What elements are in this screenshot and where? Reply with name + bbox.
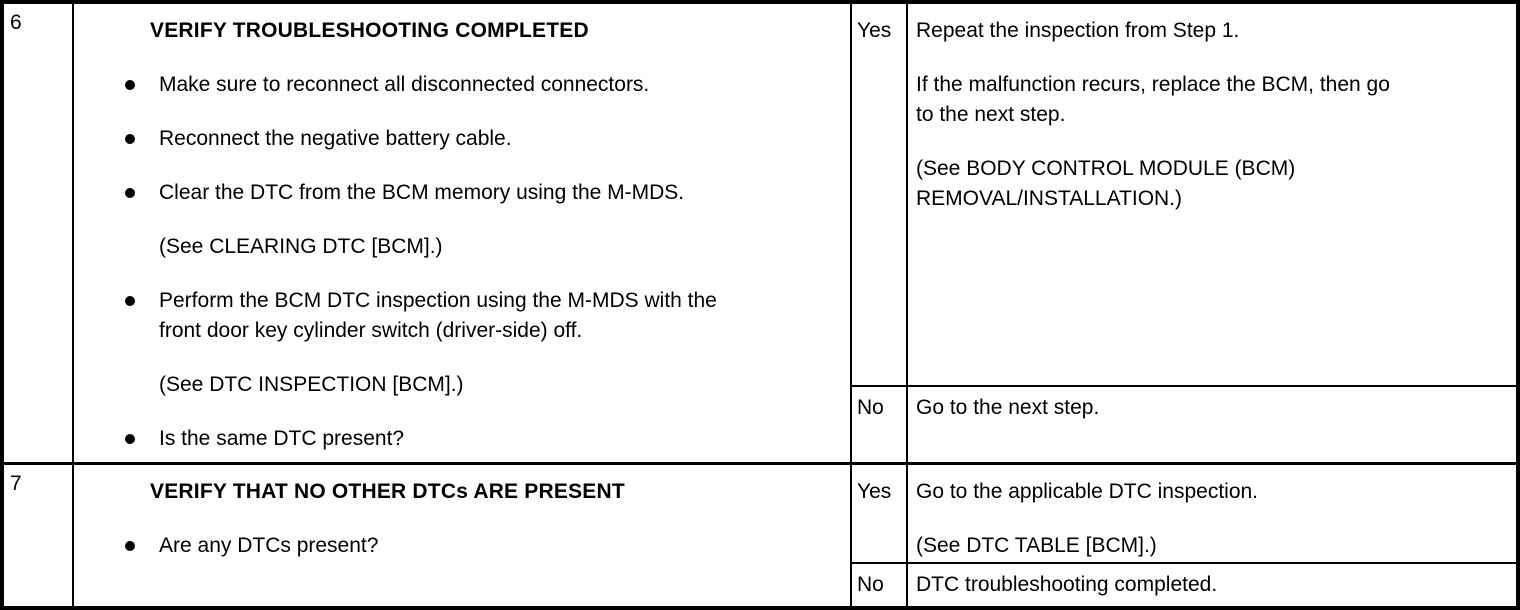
inspection-item-text: (See DTC INSPECTION [BCM].) [159,373,464,396]
action-cell: Go to the next step. [906,387,1516,462]
inspection-heading: VERIFY TROUBLESHOOTING COMPLETED [150,19,589,42]
bullet-icon [125,541,135,551]
table-row-step-6: 6 VERIFY TROUBLESHOOTING COMPLETED Make … [4,4,1516,462]
action-cell: DTC troubleshooting completed. [906,564,1516,606]
bullet-icon [125,434,135,444]
action-column: Yes Go to the applicable DTC inspection.… [850,465,1516,606]
no-action-subrow: No Go to the next step. [850,385,1516,462]
no-label-cell: No [850,387,906,462]
bullet-icon [125,134,135,144]
inspection-bullet-item: Reconnect the negative battery cable. [74,124,832,154]
bullet-icon [125,80,135,90]
inspection-bullet-item: Perform the BCM DTC inspection using the… [74,286,832,346]
action-paragraph: DTC troubleshooting completed. [916,573,1218,596]
bullet-icon [125,296,135,306]
inspection-item-text: Is the same DTC present? [159,427,405,450]
no-label-cell: No [850,564,906,606]
inspection-heading: VERIFY THAT NO OTHER DTCs ARE PRESENT [150,480,625,503]
inspection-bullet-item: Make sure to reconnect all disconnected … [74,70,832,100]
action-cell: Repeat the inspection from Step 1. If th… [906,4,1516,385]
no-action-subrow: No DTC troubleshooting completed. [850,562,1516,606]
bullet-icon [125,188,135,198]
step-number: 7 [10,472,22,495]
action-paragraph: Go to the next step. [916,396,1100,419]
inspection-item-text: Perform the BCM DTC inspection using the… [159,289,717,342]
action-paragraph: Repeat the inspection from Step 1. [916,19,1240,42]
action-paragraph: (See BODY CONTROL MODULE (BCM) REMOVAL/I… [916,157,1296,210]
inspection-item-text: Are any DTCs present? [159,534,379,557]
step-number-cell: 6 [4,4,72,462]
yes-action-subrow: Yes Repeat the inspection from Step 1. I… [850,4,1516,385]
inspection-reference-item: (See CLEARING DTC [BCM].) [74,232,832,262]
action-cell: Go to the applicable DTC inspection. (Se… [906,465,1516,562]
inspection-bullet-item: Are any DTCs present? [74,531,832,561]
inspection-item-text: (See CLEARING DTC [BCM].) [159,235,443,258]
inspection-item-text: Clear the DTC from the BCM memory using … [159,181,685,204]
inspection-bullet-item: Clear the DTC from the BCM memory using … [74,178,832,208]
action-column: Yes Repeat the inspection from Step 1. I… [850,4,1516,462]
table-row-step-7: 7 VERIFY THAT NO OTHER DTCs ARE PRESENT … [4,462,1516,606]
step-number-cell: 7 [4,465,72,606]
inspection-item-text: Reconnect the negative battery cable. [159,127,512,150]
yes-label-cell: Yes [850,465,906,562]
yes-action-subrow: Yes Go to the applicable DTC inspection.… [850,465,1516,562]
action-paragraph: Go to the applicable DTC inspection. [916,480,1259,503]
step-number: 6 [10,11,22,34]
inspection-cell: VERIFY TROUBLESHOOTING COMPLETED Make su… [72,4,850,462]
inspection-bullet-item: Is the same DTC present? [74,424,832,454]
yes-label-cell: Yes [850,4,906,385]
inspection-cell: VERIFY THAT NO OTHER DTCs ARE PRESENT Ar… [72,465,850,606]
action-paragraph: (See DTC TABLE [BCM].) [916,534,1157,557]
action-paragraph: If the malfunction recurs, replace the B… [916,73,1390,126]
inspection-item-text: Make sure to reconnect all disconnected … [159,73,650,96]
inspection-reference-item: (See DTC INSPECTION [BCM].) [74,370,832,400]
